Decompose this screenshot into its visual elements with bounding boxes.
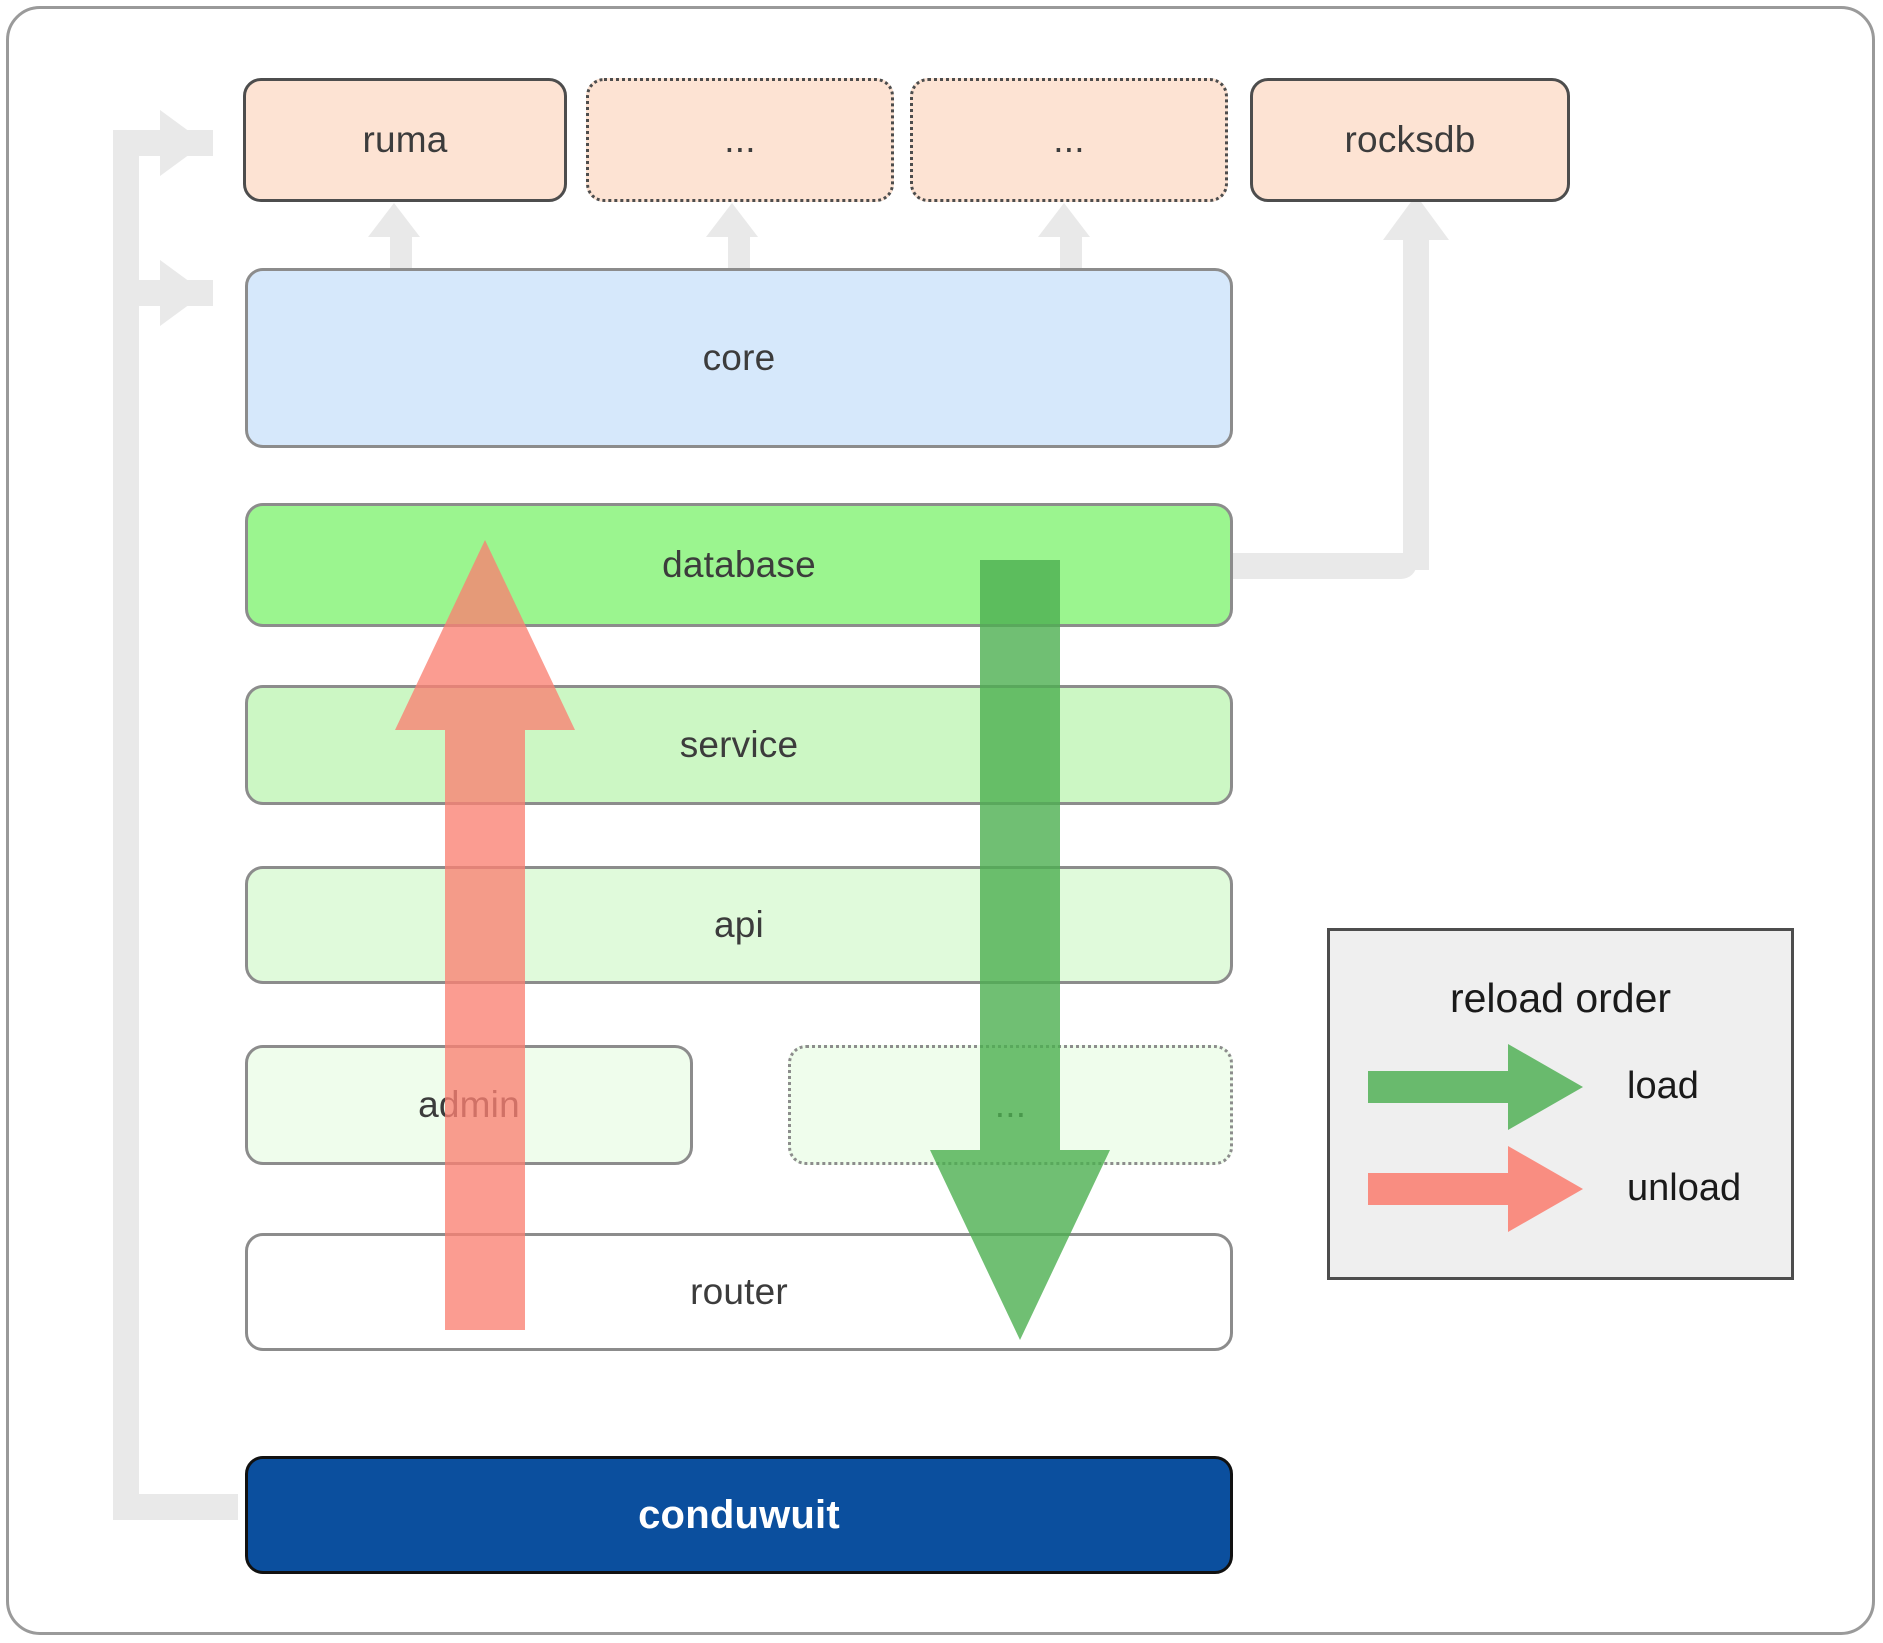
connector-to-ruma-arrow [160,110,205,176]
connector-db-to-rocksdb-vertical [1403,230,1429,570]
connector-left-trunk [113,130,139,1520]
node-conduwuit[interactable]: conduwuit [245,1456,1233,1574]
legend-load-label: load [1627,1065,1699,1107]
connector-from-conduwuit [113,1494,238,1520]
legend-unload-label: unload [1627,1167,1742,1209]
legend-unload-arrow [1368,1146,1583,1232]
node-router-label: router [690,1271,788,1312]
connector-core-to-ruma-arrow [368,203,420,237]
node-ruma[interactable]: ruma [243,78,567,202]
legend-load-arrow [1368,1044,1583,1130]
node-core-label: core [702,337,776,378]
legend-title: reload order [1449,975,1672,1021]
load-arrow [920,560,1120,1340]
node-database-label: database [662,544,816,585]
connector-core-to-dep1-shaft [728,228,750,273]
node-conduwuit-label: conduwuit [638,1492,840,1537]
node-dep-ellipsis-2[interactable]: ... [910,78,1228,202]
connector-core-to-ruma-shaft [390,228,412,273]
node-ruma-label: ruma [362,119,448,160]
connector-core-to-dep2-arrow [1038,203,1090,237]
node-service[interactable]: service [245,685,1233,805]
connector-db-to-rocksdb-arrow [1383,195,1449,240]
node-api-label: api [714,904,764,945]
connector-core-to-dep2-shaft [1060,228,1082,273]
connector-db-to-rocksdb-horizontal [1222,553,1417,579]
node-dep-ellipsis-1[interactable]: ... [586,78,894,202]
connector-to-core-arrow [160,260,205,326]
node-dep-ellipsis-2-label: ... [1053,119,1085,160]
connector-core-to-dep1-arrow [706,203,758,237]
legend-box: reload order load unload [1327,928,1794,1280]
node-core[interactable]: core [245,268,1233,448]
node-rocksdb-label: rocksdb [1344,119,1476,160]
node-dep-ellipsis-1-label: ... [724,119,756,160]
node-rocksdb[interactable]: rocksdb [1250,78,1570,202]
node-service-label: service [679,724,799,765]
unload-arrow [385,540,585,1330]
